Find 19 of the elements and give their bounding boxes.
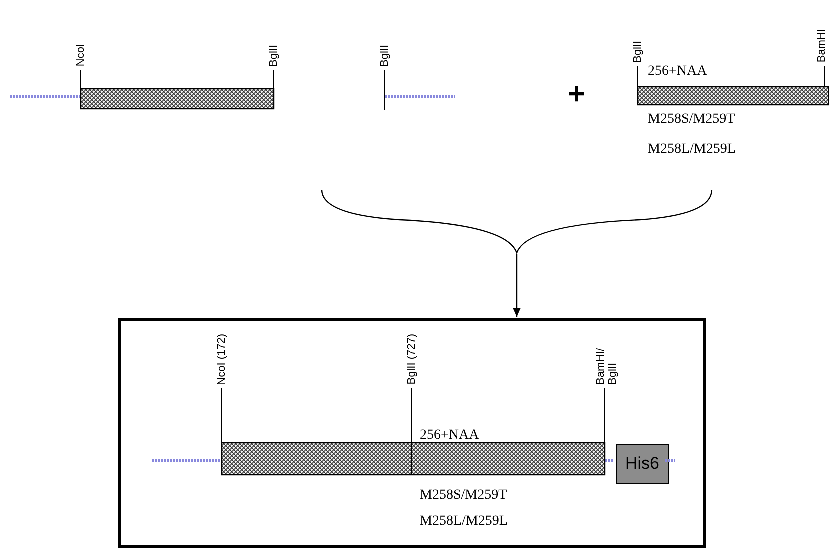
sequence-label: M258L/M259L: [648, 142, 736, 158]
restriction-site-label: NcoI (172): [216, 334, 228, 385]
sequence-label: M258L/M259L: [420, 514, 508, 530]
restriction-site-label: BglII: [268, 44, 280, 67]
tag-box: His6: [616, 444, 669, 484]
restriction-site-label: NcoI: [75, 44, 87, 67]
sequence-label: M258S/M259T: [648, 112, 736, 128]
restriction-site-label: BamHI/ BglII: [595, 347, 619, 385]
restriction-site-label: BamHI: [816, 29, 828, 63]
plus-sign: +: [568, 78, 586, 112]
restriction-site-label: BglII: [632, 40, 644, 63]
restriction-site-label: BglII: [379, 44, 391, 67]
sequence-label: 256+NAA: [648, 64, 708, 80]
arrow: [513, 254, 521, 317]
construct-frame: [118, 318, 706, 548]
sequence-label: 256+NAA: [420, 428, 480, 444]
sequence-label: M258S/M259T: [420, 488, 508, 504]
restriction-site-label: BglII (727): [406, 334, 418, 385]
curly-brace: [321, 190, 713, 254]
